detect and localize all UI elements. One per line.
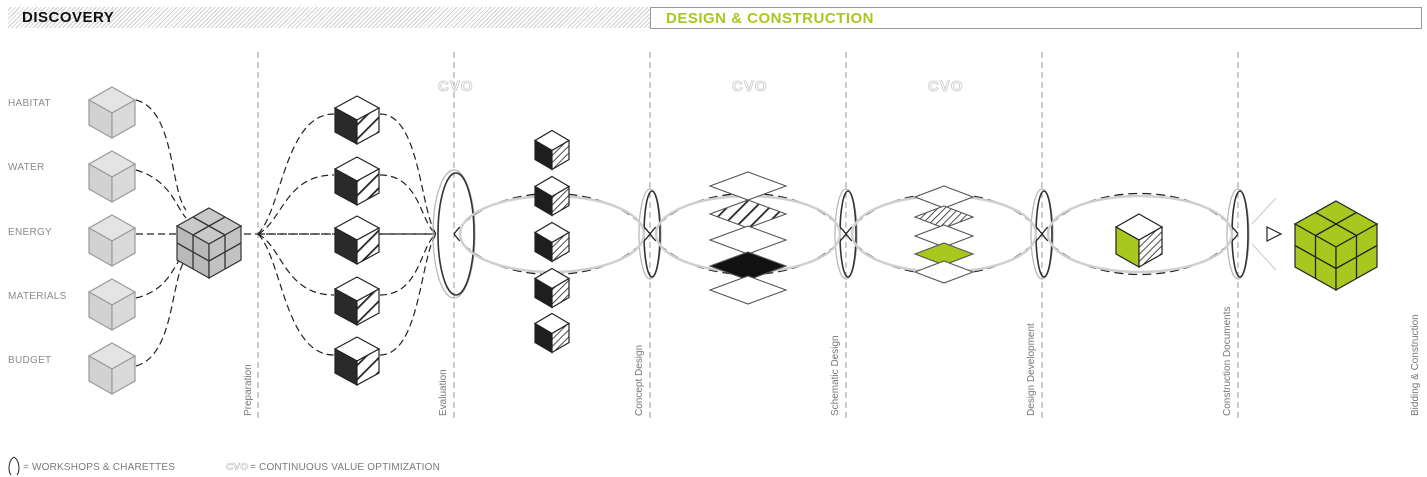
cube-right-face xyxy=(356,287,380,327)
cube-right-face xyxy=(1138,225,1163,269)
connector-line xyxy=(257,113,335,235)
connector-line xyxy=(257,174,335,235)
connector-line xyxy=(257,233,335,296)
connector-line xyxy=(379,233,437,296)
alternative-cube-4 xyxy=(333,336,381,387)
schematic-layer-0 xyxy=(913,185,975,209)
input-label-habitat: HABITAT xyxy=(8,98,51,109)
workshop-loop xyxy=(1231,190,1249,278)
cube-division-line xyxy=(1335,244,1378,270)
connector-line xyxy=(135,257,187,367)
cube-right-face xyxy=(551,231,570,263)
design-construction-title: DESIGN & CONSTRUCTION xyxy=(666,10,875,27)
workshop-loop xyxy=(1030,188,1054,280)
discovery-header: DISCOVERY xyxy=(8,7,650,28)
workshop-loop xyxy=(437,172,475,296)
phase-label-bidding-construction: Bidding & Construction xyxy=(1410,314,1421,416)
phase-label-schematic-design: Schematic Design xyxy=(830,335,841,416)
cube-right-face xyxy=(356,347,380,387)
concept-layer-2 xyxy=(708,225,788,255)
connector-line xyxy=(379,233,437,356)
connector-line xyxy=(379,113,437,235)
input-label-water: WATER xyxy=(8,162,45,173)
design-construction-header: DESIGN & CONSTRUCTION xyxy=(650,7,1422,29)
phase-label-construction-documents: Construction Documents xyxy=(1222,306,1233,417)
alternative-cube-1 xyxy=(333,156,381,207)
legend-workshops: = WORKSHOPS & CHARETTES xyxy=(23,462,176,473)
cube-division-line xyxy=(1315,211,1357,237)
concept-layer-1 xyxy=(708,199,788,229)
workshop-loop xyxy=(839,190,857,278)
input-cube-0 xyxy=(87,86,137,140)
evaluation-cube-4 xyxy=(533,312,571,354)
input-cube-1 xyxy=(87,150,137,204)
cube-right-face xyxy=(111,98,136,140)
workshop-loop-icon xyxy=(8,456,20,476)
play-triangle-icon xyxy=(1266,226,1283,242)
input-cube-2 xyxy=(87,214,137,268)
connector-line xyxy=(135,99,187,211)
cvo-label-1: CVO xyxy=(438,78,474,96)
phase-label-preparation: Preparation xyxy=(243,364,254,416)
connector-line xyxy=(135,169,187,219)
evaluation-cube-0 xyxy=(533,129,571,171)
workshop-loop xyxy=(834,188,858,280)
alternative-cube-0 xyxy=(333,95,381,146)
cube-right-face xyxy=(551,185,570,217)
phase-label-design-development: Design Development xyxy=(1026,323,1037,416)
cube-right-face xyxy=(551,322,570,354)
cube-division-line xyxy=(192,216,226,236)
boundary-bracket xyxy=(1251,197,1277,271)
workshop-loop xyxy=(432,169,476,299)
workshop-loop xyxy=(1226,188,1250,280)
connector-line xyxy=(257,233,335,356)
cvo-label-2: CVO xyxy=(732,78,768,96)
alternative-cube-2 xyxy=(333,215,381,266)
cube-right-face xyxy=(356,167,380,207)
cube-right-face xyxy=(356,226,380,266)
workshop-loop xyxy=(643,190,661,278)
cube-division-line xyxy=(1294,244,1337,270)
schematic-layer-4 xyxy=(913,260,975,284)
evaluation-cube-1 xyxy=(533,175,571,217)
cube-division-line xyxy=(208,242,242,262)
evaluation-cube-3 xyxy=(533,267,571,309)
development-cube xyxy=(1114,213,1164,269)
concept-layer-0 xyxy=(708,171,788,201)
cube-right-face xyxy=(111,226,136,268)
legend-cvo-text: = CONTINUOUS VALUE OPTIMIZATION xyxy=(250,462,441,473)
alternative-cube-3 xyxy=(333,276,381,327)
legend-cvo-key: CVO xyxy=(226,462,249,474)
connector-line xyxy=(379,174,437,235)
cube-right-face xyxy=(111,162,136,204)
cvo-cycle-shadow xyxy=(1046,194,1234,274)
combined-cube xyxy=(175,207,243,280)
concept-layer-4 xyxy=(708,275,788,305)
input-label-energy: ENERGY xyxy=(8,227,53,238)
cvo-label-3: CVO xyxy=(928,78,964,96)
discovery-title: DISCOVERY xyxy=(22,9,115,26)
evaluation-cube-2 xyxy=(533,221,571,263)
phase-label-evaluation: Evaluation xyxy=(438,369,449,416)
cube-right-face xyxy=(551,139,570,171)
cube-right-face xyxy=(356,106,380,146)
workshop-loop xyxy=(1035,190,1053,278)
input-label-materials: MATERIALS xyxy=(8,291,67,302)
input-label-budget: BUDGET xyxy=(8,355,52,366)
phase-label-concept-design: Concept Design xyxy=(634,344,645,416)
cube-right-face xyxy=(111,354,136,396)
input-cube-4 xyxy=(87,342,137,396)
final-building-cube xyxy=(1293,200,1379,292)
workshop-loop xyxy=(638,188,662,280)
cube-right-face xyxy=(551,277,570,309)
cube-right-face xyxy=(111,290,136,332)
input-cube-3 xyxy=(87,278,137,332)
cube-division-line xyxy=(176,242,210,262)
